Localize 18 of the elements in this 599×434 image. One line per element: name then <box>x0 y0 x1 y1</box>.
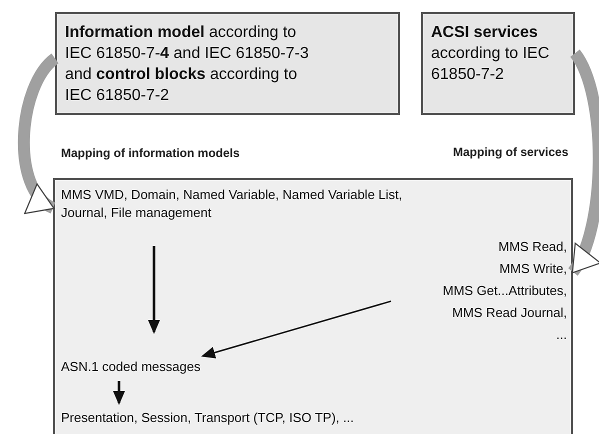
text-box <box>55 12 400 115</box>
node-text: ASN.1 coded messages <box>61 358 202 376</box>
arrow <box>113 381 125 405</box>
list-item: MMS Get...Attributes, <box>442 282 567 300</box>
block-arrow <box>568 50 599 276</box>
node-text: Information model according to IEC 61850-7-4 and IEC 61850-7-3 and control blocks according to IEC 61850-7-2 <box>65 23 310 106</box>
arrow <box>148 246 160 334</box>
list-item: MMS Read, <box>498 238 567 256</box>
list-item: MMS Read Journal, <box>452 304 567 322</box>
node-text: ACSI services according to IEC 61850-7-2 <box>431 23 550 85</box>
block-arrow <box>18 54 60 214</box>
text-box <box>421 12 575 115</box>
container-box <box>53 178 573 434</box>
node-text: MMS VMD, Domain, Named Variable, Named Variable List, Journal, File management <box>61 186 404 222</box>
list-item: MMS Write, <box>499 260 567 278</box>
list-item: ... <box>556 326 567 344</box>
arrow <box>201 300 392 358</box>
node-text: Presentation, Session, Transport (TCP, ISO TP), ... <box>61 409 355 427</box>
